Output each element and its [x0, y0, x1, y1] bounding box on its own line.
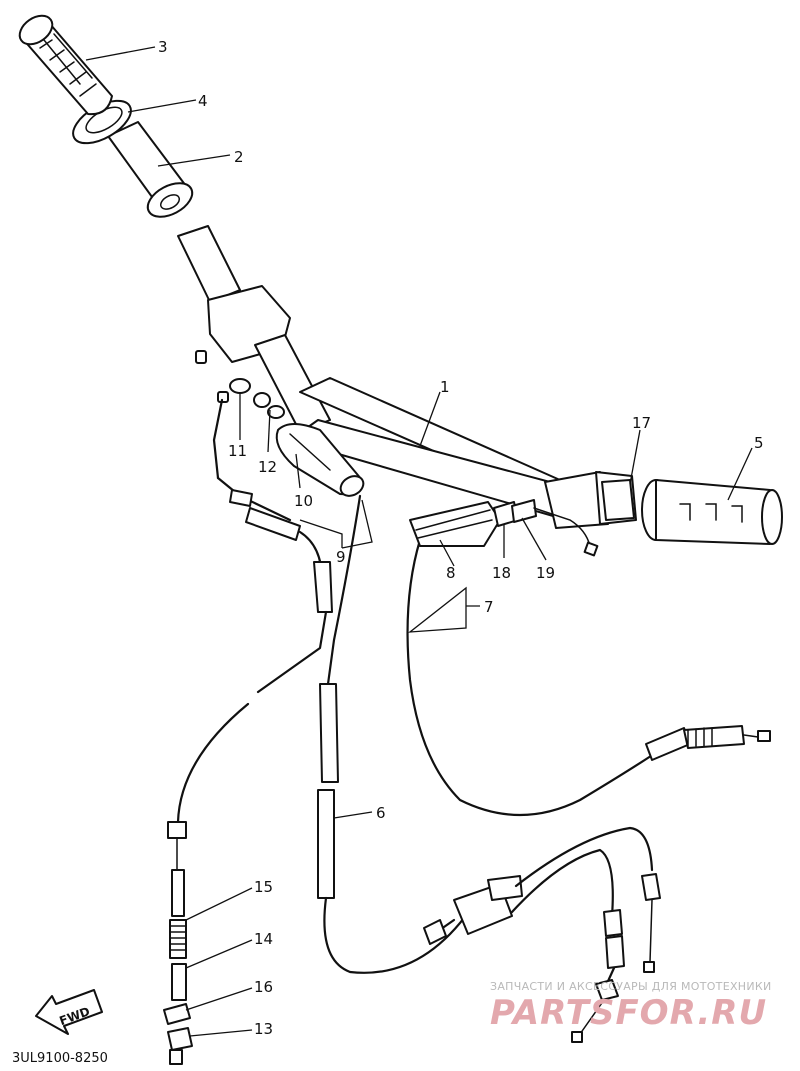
- watermark-tagline: ЗАПЧАСТИ И АКСЕССУАРЫ ДЛЯ МОТОТЕХНИКИ: [490, 980, 772, 993]
- cable-6-sleeve-lower: [317, 789, 335, 899]
- callout-1: 1: [440, 378, 450, 396]
- adjuster-sleeve: [171, 963, 187, 1001]
- callout-8: 8: [446, 564, 456, 582]
- cable-joint-13: [167, 1027, 193, 1065]
- callout-3: 3: [158, 38, 168, 56]
- diagram-code: 3UL9100-8250: [12, 1051, 108, 1066]
- callout-15: 15: [254, 878, 273, 896]
- callout-2: 2: [234, 148, 244, 166]
- callout-14: 14: [254, 930, 273, 948]
- adjusters-right: [493, 499, 599, 557]
- cable-6-sleeve-upper: [319, 683, 339, 783]
- callout-16: 16: [254, 978, 273, 996]
- cable-end-16: [163, 1003, 191, 1025]
- cable-bracket-8: [409, 501, 501, 547]
- callout-labels: 3 4 2 1 17 5 11 12 10 9 8 18 19 7 6 15 1…: [158, 38, 764, 1038]
- callout-9: 9: [336, 548, 346, 566]
- callout-12: 12: [258, 458, 277, 476]
- adjuster-spring: [169, 919, 187, 959]
- right-grip: [641, 479, 783, 545]
- callout-13: 13: [254, 1020, 273, 1038]
- callout-4: 4: [198, 92, 208, 110]
- callout-18: 18: [492, 564, 511, 582]
- left-bar-collar: [146, 182, 194, 218]
- right-collar-17: [601, 479, 635, 521]
- callout-17: 17: [632, 414, 651, 432]
- handlebar: [177, 225, 637, 529]
- callout-11: 11: [228, 442, 247, 460]
- left-grip: [18, 14, 113, 116]
- callout-6: 6: [376, 804, 386, 822]
- adjuster-nuts-left: [195, 350, 285, 419]
- callout-19: 19: [536, 564, 555, 582]
- callout-10: 10: [294, 492, 313, 510]
- watermark-brand: PARTSFOR.RU: [490, 993, 767, 1033]
- callout-5: 5: [754, 434, 764, 452]
- watermark: ЗАПЧАСТИ И АКСЕССУАРЫ ДЛЯ МОТОТЕХНИКИ PA…: [490, 980, 772, 1033]
- throttle-housing: [275, 423, 365, 497]
- callout-7: 7: [484, 598, 494, 616]
- fwd-arrow: FWD: [35, 989, 103, 1035]
- leader-lines: [85, 46, 753, 1037]
